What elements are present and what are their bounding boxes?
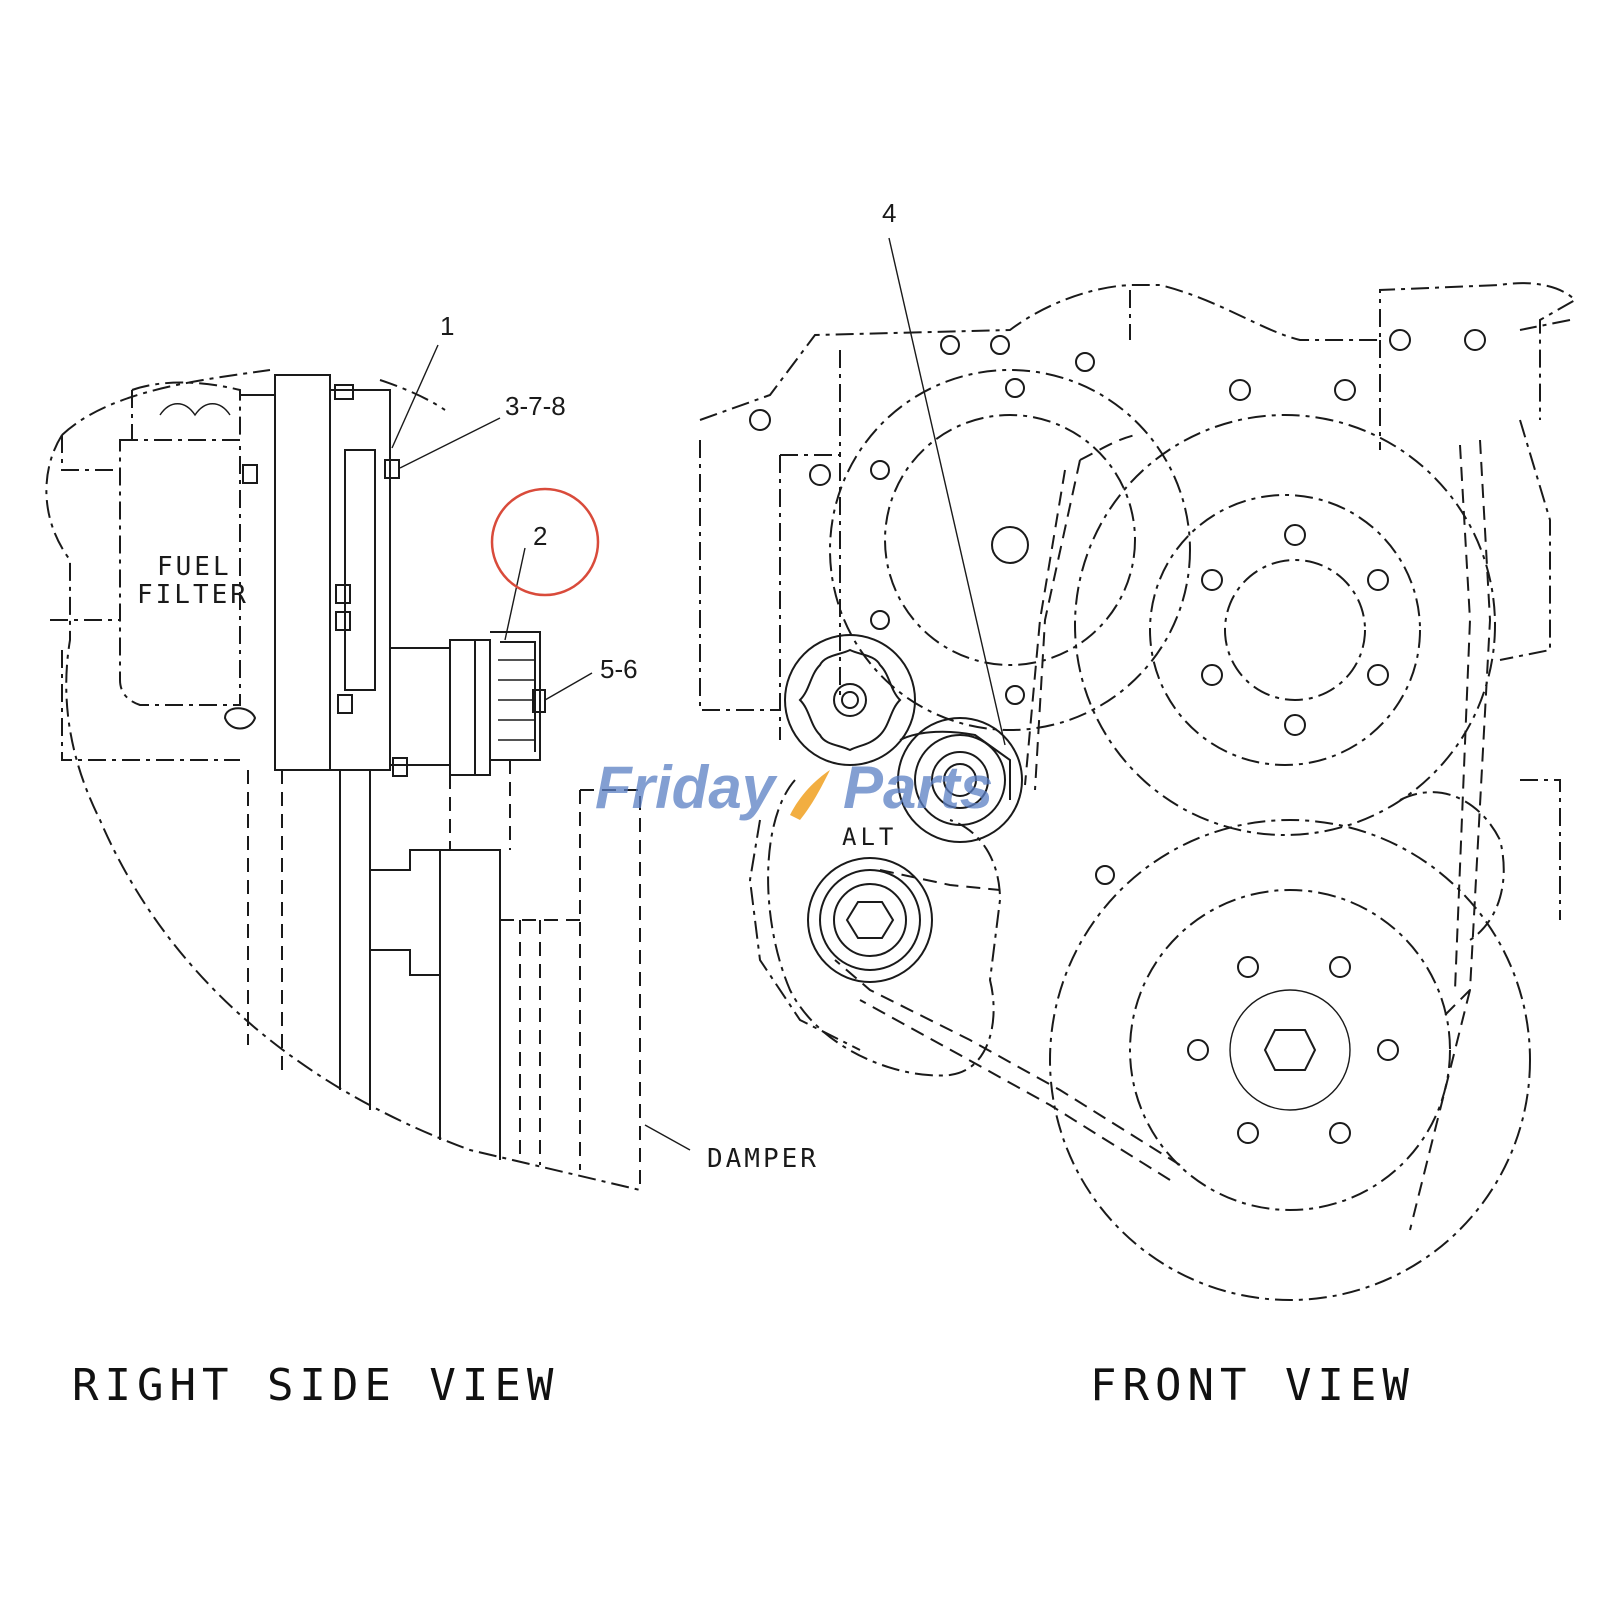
watermark-text-parts: Parts <box>843 754 993 821</box>
fuel-filter-label-2: FILTER <box>137 580 249 610</box>
watermark-swoosh-icon <box>790 770 830 820</box>
fan-pulley-hub <box>1224 559 1366 701</box>
front-housing-left <box>779 350 841 740</box>
tensioner-arm <box>899 730 1011 800</box>
idler-pulley-mid <box>914 734 1006 826</box>
side-vertical-lines <box>247 760 641 1190</box>
callout-2: 2 <box>533 521 547 551</box>
leader-4 <box>888 237 1006 746</box>
fuel-filter-cap <box>131 381 241 440</box>
cover-bolts <box>749 329 1486 885</box>
pulley-nut <box>532 689 546 713</box>
bracket-plate <box>330 389 391 771</box>
alt-label: ALT <box>842 823 897 851</box>
alternator-left <box>748 819 861 1051</box>
callout-5-6: 5-6 <box>600 654 638 684</box>
fuel-filter-label-1: FUEL <box>157 552 232 582</box>
front-housing-right <box>1129 290 1561 941</box>
side-view-leaders <box>391 344 691 1151</box>
bracket-inner <box>344 449 376 691</box>
drive-belt-inner <box>859 444 1472 1181</box>
damper-label: DAMPER <box>707 1144 819 1174</box>
mounting-bracket <box>240 374 331 771</box>
crank-pulley-outer <box>1049 819 1531 1301</box>
upper-gear-center <box>991 526 1029 564</box>
fuel-filter-body <box>119 439 241 706</box>
alt-pulley-outer <box>807 857 933 983</box>
alt-pulley-nut <box>845 901 895 939</box>
alt-pulley-inner <box>833 883 907 957</box>
fan-pulley-ring <box>1149 494 1421 766</box>
bracket-lug <box>223 707 257 730</box>
fan-pulley-outer <box>1074 414 1496 836</box>
callout-4: 4 <box>882 198 896 228</box>
front-view-drawing: 4 ALT <box>699 198 1577 1301</box>
crank-pulley-nut <box>1263 1029 1317 1071</box>
fan-pulley-bolts <box>1201 524 1389 736</box>
pulley-flange <box>490 631 541 761</box>
bracket-bolts <box>242 384 408 777</box>
front-housing-outline <box>699 282 1577 711</box>
tensioner-ring <box>784 634 916 766</box>
watermark-text-friday: Friday <box>595 754 778 821</box>
tensioner-center-inner <box>841 691 859 709</box>
watermark: Friday Parts <box>595 754 993 821</box>
callout-1: 1 <box>440 311 454 341</box>
upper-gear-inner <box>884 414 1136 666</box>
callout-3-7-8: 3-7-8 <box>505 391 566 421</box>
idler-pulley <box>449 639 491 776</box>
front-view-title: FRONT VIEW <box>1090 1360 1415 1411</box>
tensioner-star <box>798 648 902 752</box>
highlight-circle <box>490 487 600 597</box>
alt-pulley-mid <box>819 869 921 971</box>
idler-pulley-outer <box>897 717 1023 843</box>
crank-pulley-hub <box>1229 989 1351 1111</box>
tensioner-center <box>833 683 867 717</box>
right-side-view-title: RIGHT SIDE VIEW <box>72 1360 559 1411</box>
right-side-view-drawing: 1 3-7-8 2 5-6 FUEL FILTER DAMPER <box>45 311 819 1191</box>
drive-belt <box>834 434 1492 1231</box>
idler-pulley-inner <box>931 751 989 809</box>
upper-gear-cover <box>829 369 1191 731</box>
crank-pulley-bolts <box>1187 956 1399 1144</box>
fuel-filter-cap-wave <box>159 403 231 417</box>
casting-top <box>50 435 240 761</box>
crank-pulley-ring <box>1129 889 1451 1211</box>
side-view-boundary <box>45 369 641 1191</box>
pulley-ribs <box>498 659 535 741</box>
alternator-body <box>767 779 1002 1077</box>
pulley-shaft <box>390 647 451 766</box>
idler-pulley-hub <box>943 763 977 797</box>
